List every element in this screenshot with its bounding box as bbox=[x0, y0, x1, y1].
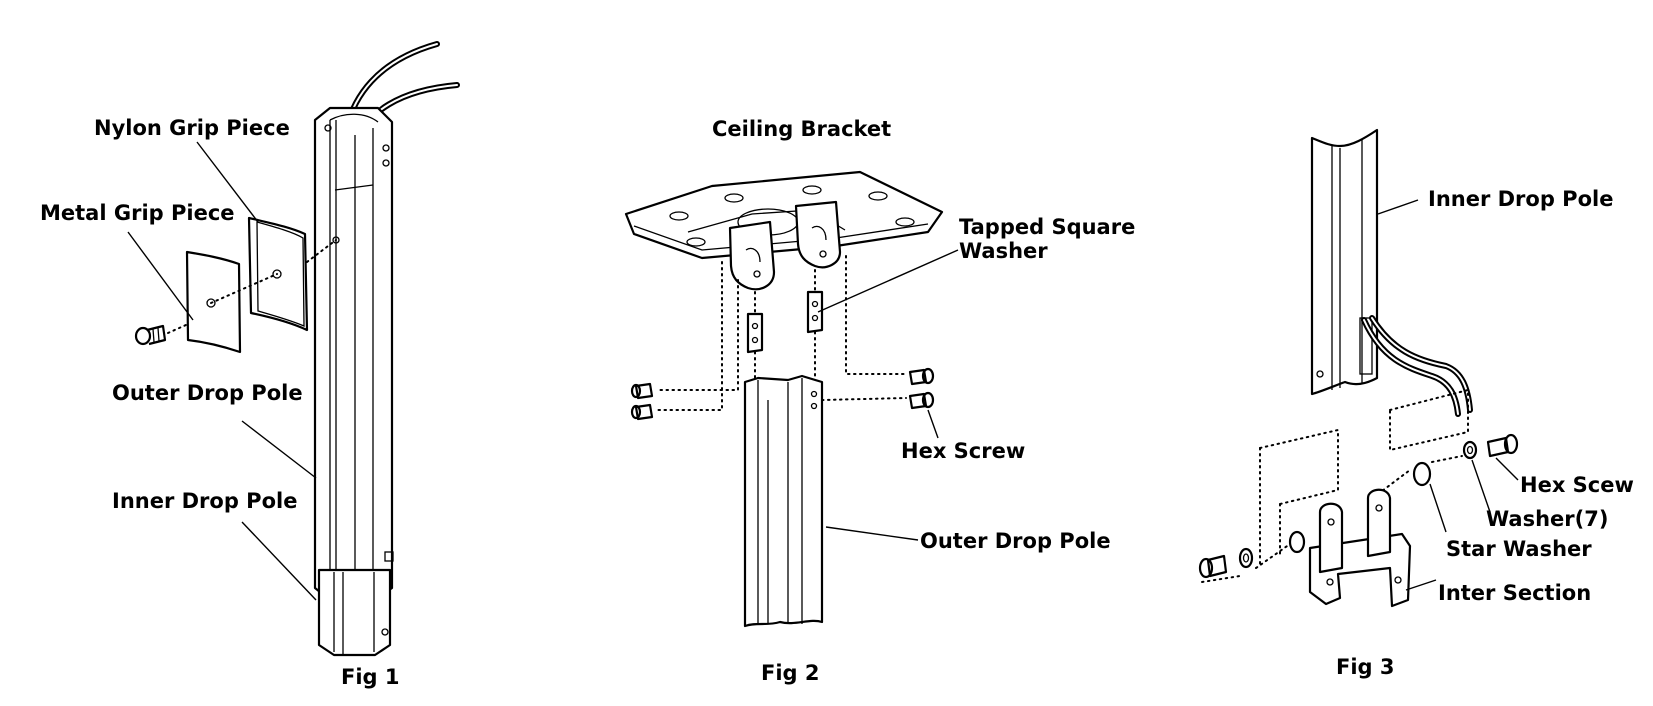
fig3-drawing bbox=[1198, 128, 1519, 608]
fig3-label-hex-scew: Hex Scew bbox=[1520, 473, 1634, 497]
fig3-label-washer: Washer(7) bbox=[1486, 507, 1608, 531]
fig3-label-star-washer: Star Washer bbox=[1446, 537, 1592, 561]
fig3-label-inner-drop-pole: Inner Drop Pole bbox=[1428, 187, 1613, 211]
fig2-left-screws bbox=[630, 382, 654, 421]
fig1-metal-grip-piece bbox=[185, 250, 242, 354]
fig3-inter-section bbox=[1308, 488, 1412, 608]
fig3-right-hardware bbox=[1412, 433, 1519, 487]
fig2-label-hex-screw: Hex Screw bbox=[901, 439, 1025, 463]
fig3-cables bbox=[1361, 315, 1473, 417]
fig1-label-metal-grip-piece: Metal Grip Piece bbox=[40, 201, 235, 225]
fig2-outer-drop-pole bbox=[743, 374, 824, 628]
fig1-outer-drop-pole bbox=[313, 106, 394, 602]
fig3-caption: Fig 3 bbox=[1336, 655, 1395, 679]
fig2-drawing bbox=[624, 170, 959, 628]
fig2-tapped-square-washers bbox=[746, 290, 824, 354]
fig1-caption: Fig 1 bbox=[341, 665, 400, 689]
fig1-label-inner-drop-pole: Inner Drop Pole bbox=[112, 489, 297, 513]
fig2-caption: Fig 2 bbox=[761, 661, 820, 685]
fig1-drawing bbox=[127, 41, 460, 657]
fig3-left-hardware bbox=[1198, 530, 1306, 579]
fig2-label-tapped-square-washer-line1: Tapped Square bbox=[959, 215, 1135, 239]
fig2-label-tapped-square-washer-line2: Washer bbox=[959, 239, 1048, 263]
fig2-label-outer-drop-pole: Outer Drop Pole bbox=[920, 529, 1111, 553]
fig1-inner-drop-pole bbox=[317, 568, 392, 657]
fig1-label-nylon-grip-piece: Nylon Grip Piece bbox=[94, 116, 290, 140]
fig2-ceiling-bracket bbox=[624, 170, 944, 291]
fig1-screw bbox=[134, 324, 167, 346]
fig3-label-inter-section: Inter Section bbox=[1438, 581, 1591, 605]
fig3-inner-drop-pole bbox=[1310, 128, 1379, 396]
fig2-label-ceiling-bracket: Ceiling Bracket bbox=[712, 117, 891, 141]
fig1-label-outer-drop-pole: Outer Drop Pole bbox=[112, 381, 303, 405]
fig2-hex-screws bbox=[908, 367, 935, 410]
